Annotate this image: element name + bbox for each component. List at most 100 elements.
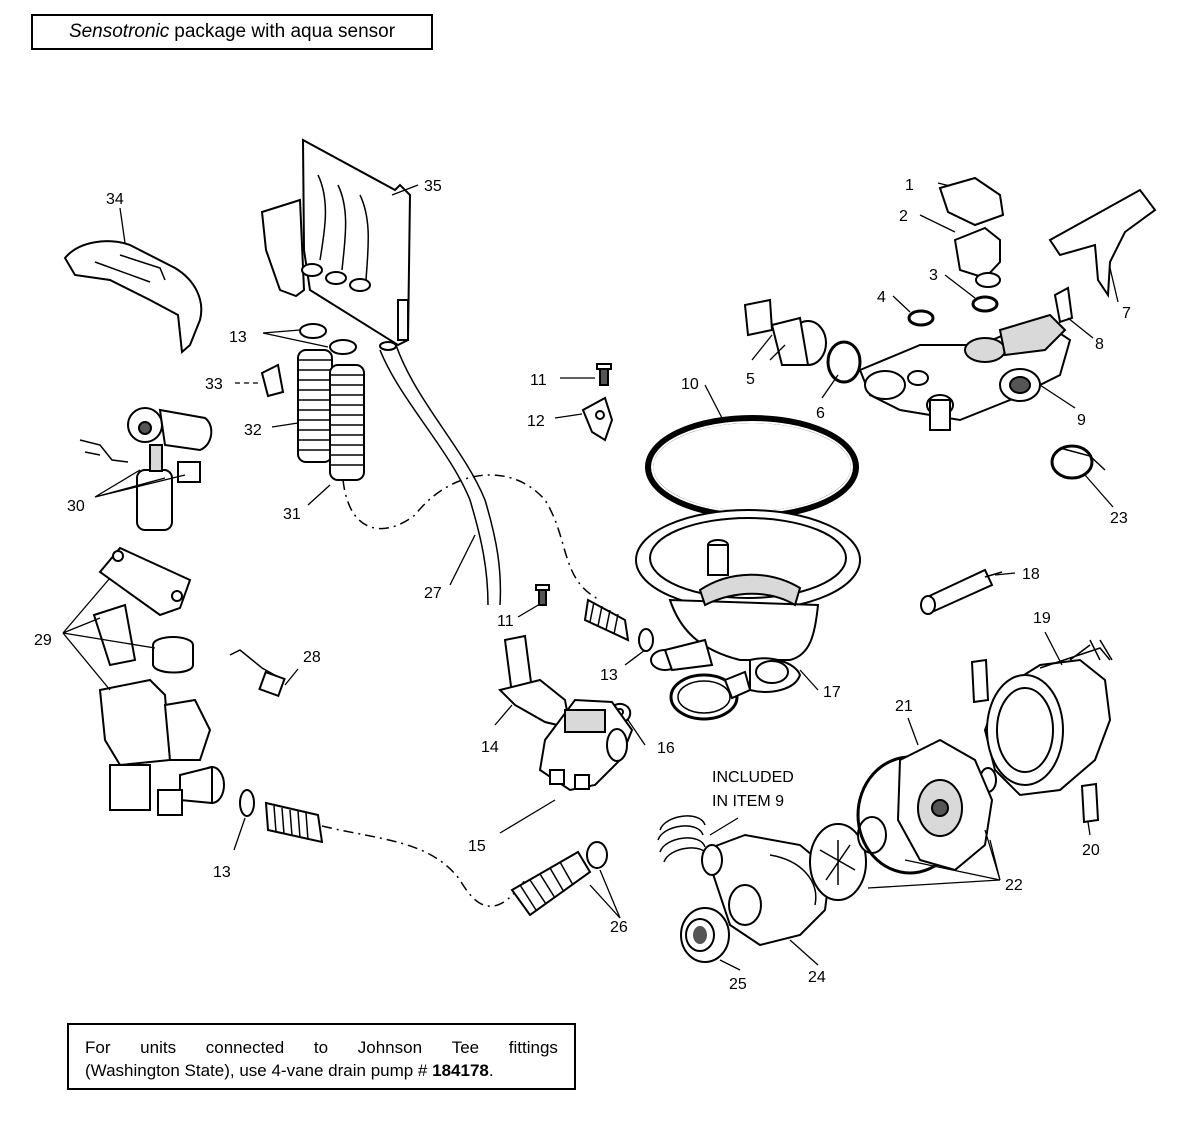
part-spring-included: [657, 815, 710, 863]
hose-route-upper: [342, 474, 601, 601]
diagram-title-box: Sensotronic package with aqua sensor: [31, 14, 433, 50]
callout-9: 9: [1077, 412, 1086, 429]
part-1-cap: [938, 176, 1005, 227]
part-20-clip-lower: [1080, 782, 1100, 824]
part-35-air-trap: [260, 138, 412, 347]
callout-5: 5: [746, 371, 755, 388]
callout-31: 31: [283, 506, 301, 523]
included-note-line1: INCLUDED: [712, 769, 794, 786]
part-23-hose-clamp: [1050, 444, 1106, 480]
part-12-clamp: [581, 396, 614, 442]
callout-29: 29: [34, 632, 52, 649]
part-26-hose: [510, 841, 608, 917]
note-line2-suffix: .: [488, 1061, 494, 1080]
callout-12: 12: [527, 413, 545, 430]
part-33-clip: [260, 363, 285, 398]
note-line-1: For units connected to Johnson Tee fitti…: [85, 1036, 558, 1059]
part-17-sump: [635, 509, 861, 693]
title-italic: Sensotronic: [68, 21, 170, 42]
callout-labels: 1 2 3 4 5 6 7 8 9 10 11 11 12 13 13 13 1…: [34, 177, 1131, 993]
callout-35: 35: [424, 178, 442, 195]
part-9-distributor: [858, 313, 1072, 431]
note-line-2: (Washington State), use 4-vane drain pum…: [85, 1059, 558, 1082]
included-note-line2: IN ITEM 9: [712, 793, 784, 810]
callout-4: 4: [877, 289, 886, 306]
callout-22: 22: [1005, 877, 1023, 894]
part-7-deflector: [1048, 188, 1157, 299]
part-27-hose: [379, 341, 502, 606]
callout-33: 33: [205, 376, 223, 393]
part-11-screw-top: [596, 363, 612, 386]
part-32-corrugated-hose: [297, 349, 333, 463]
title-rest: package with aqua sensor: [174, 21, 396, 42]
callout-15: 15: [468, 838, 486, 855]
note-word: units: [140, 1038, 177, 1057]
note-word: fittings: [508, 1038, 558, 1057]
callout-3: 3: [929, 267, 938, 284]
callout-11-lower: 11: [497, 613, 514, 630]
part-18-sensor: [920, 568, 1003, 615]
pump-note-box: For units connected to Johnson Tee fitti…: [67, 1023, 576, 1090]
callout-6: 6: [816, 405, 825, 422]
note-word: to: [313, 1038, 329, 1057]
callout-27: 27: [424, 585, 442, 602]
leader-lines: [62, 182, 1119, 971]
callout-8: 8: [1095, 336, 1104, 353]
callout-2: 2: [899, 208, 908, 225]
part-4-washer: [907, 309, 935, 327]
part-34-cover: [63, 240, 203, 355]
part-31-corrugated-hose: [329, 364, 365, 481]
callout-14: 14: [481, 739, 499, 756]
callout-24: 24: [808, 969, 826, 986]
part-14-bracket: [498, 634, 572, 730]
note-word: Johnson: [357, 1038, 423, 1057]
callout-20: 20: [1082, 842, 1100, 859]
part-5-valve: [743, 298, 827, 366]
callout-13-top: 13: [229, 329, 247, 346]
callout-13-left: 13: [213, 864, 231, 881]
part-20-clip-upper: [970, 658, 990, 704]
note-line2-prefix: (Washington State), use 4-vane drain pum…: [85, 1061, 433, 1080]
part-hose-clamp-center: [669, 670, 752, 721]
callout-23: 23: [1110, 510, 1128, 527]
part-2-connector: [953, 226, 1001, 288]
part-30-aqua-sensor: [79, 407, 213, 531]
note-part-number: 184178: [432, 1061, 489, 1080]
callout-11-top: 11: [530, 372, 547, 389]
part-10-sump-gasket: [645, 415, 859, 519]
part-13-ring-left: [239, 789, 255, 817]
part-13-hose-center: [583, 598, 654, 652]
callout-17: 17: [823, 684, 841, 701]
part-21-pump-cover: [896, 738, 994, 872]
callout-16: 16: [657, 740, 675, 757]
part-24-pump-housing: [701, 833, 832, 947]
part-15-drain-pump-motor: [538, 698, 634, 792]
callout-26: 26: [610, 919, 628, 936]
part-13-hose-left: [264, 801, 324, 844]
callout-10: 10: [681, 376, 699, 393]
callout-30: 30: [67, 498, 85, 515]
part-3-washer: [971, 295, 999, 313]
part-25-seal: [680, 907, 730, 963]
part-28-sensor: [229, 649, 286, 698]
callout-32: 32: [244, 422, 262, 439]
callout-19: 19: [1033, 610, 1051, 627]
callout-1: 1: [905, 177, 914, 194]
part-11-screw-lower: [535, 584, 550, 606]
note-word: connected: [205, 1038, 285, 1057]
hose-route-lower: [321, 825, 526, 907]
part-19-circulation-motor: [983, 639, 1113, 797]
part-6-oring: [826, 340, 862, 384]
part-8-clip: [1053, 286, 1074, 324]
callout-13-center: 13: [600, 667, 618, 684]
note-word: For: [85, 1038, 111, 1057]
callout-21: 21: [895, 698, 913, 715]
callout-34: 34: [106, 191, 124, 208]
part-13-washers-top: [299, 323, 357, 355]
callout-25: 25: [729, 976, 747, 993]
note-word: Tee: [451, 1038, 480, 1057]
callout-28: 28: [303, 649, 321, 666]
callout-18: 18: [1022, 566, 1040, 583]
callout-7: 7: [1122, 305, 1131, 322]
